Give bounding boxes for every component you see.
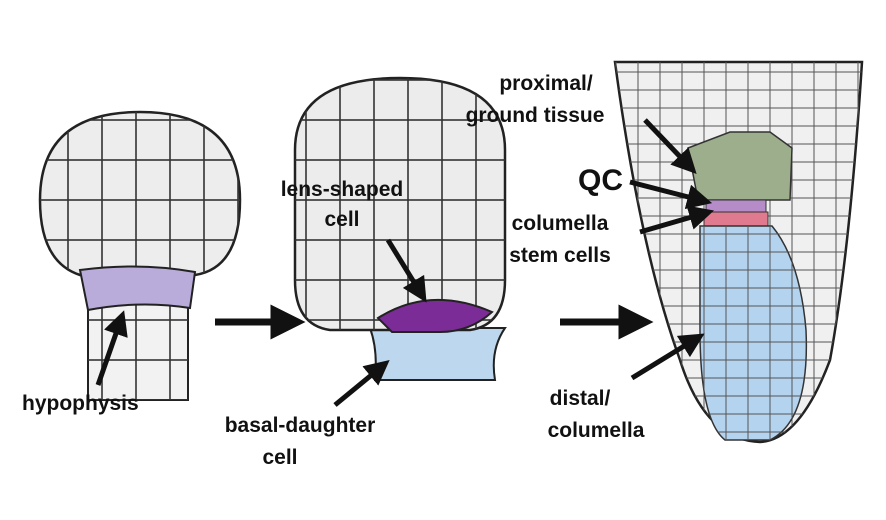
label-distal-2: columella: [548, 419, 645, 442]
hypophysis-region: [78, 265, 197, 312]
label-stem-2: stem cells: [509, 244, 611, 267]
distal-pointer: [630, 333, 705, 381]
columella-stem-region: [703, 211, 769, 227]
basal-pointer: [333, 360, 390, 407]
root-tip: [613, 60, 864, 444]
label-basal-2: cell: [262, 446, 297, 469]
proximal-pointer: [643, 118, 697, 175]
label-hypophysis: hypophysis: [22, 392, 139, 415]
label-proximal-2: ground tissue: [466, 104, 605, 127]
label-distal-1: distal/: [550, 387, 611, 410]
lens-pointer: [385, 238, 427, 303]
qc-region: [705, 199, 767, 213]
globular-embryo: [38, 110, 242, 401]
label-basal-1: basal-daughter: [225, 414, 376, 437]
qc-pointer: [629, 179, 713, 209]
label-qc: QC: [578, 164, 623, 197]
ground-tissue-region: [687, 131, 793, 201]
label-lens-2: cell: [324, 208, 359, 231]
basal-daughter-region: [368, 327, 507, 381]
label-stem-1: columella: [512, 212, 609, 235]
lens-shaped-cell-region: [376, 298, 494, 333]
octant-embryo: [293, 76, 507, 381]
hypophysis-pointer: [95, 310, 128, 386]
stem-pointer: [639, 205, 715, 235]
label-proximal-1: proximal/: [499, 72, 593, 95]
label-lens-1: lens-shaped: [281, 178, 404, 201]
